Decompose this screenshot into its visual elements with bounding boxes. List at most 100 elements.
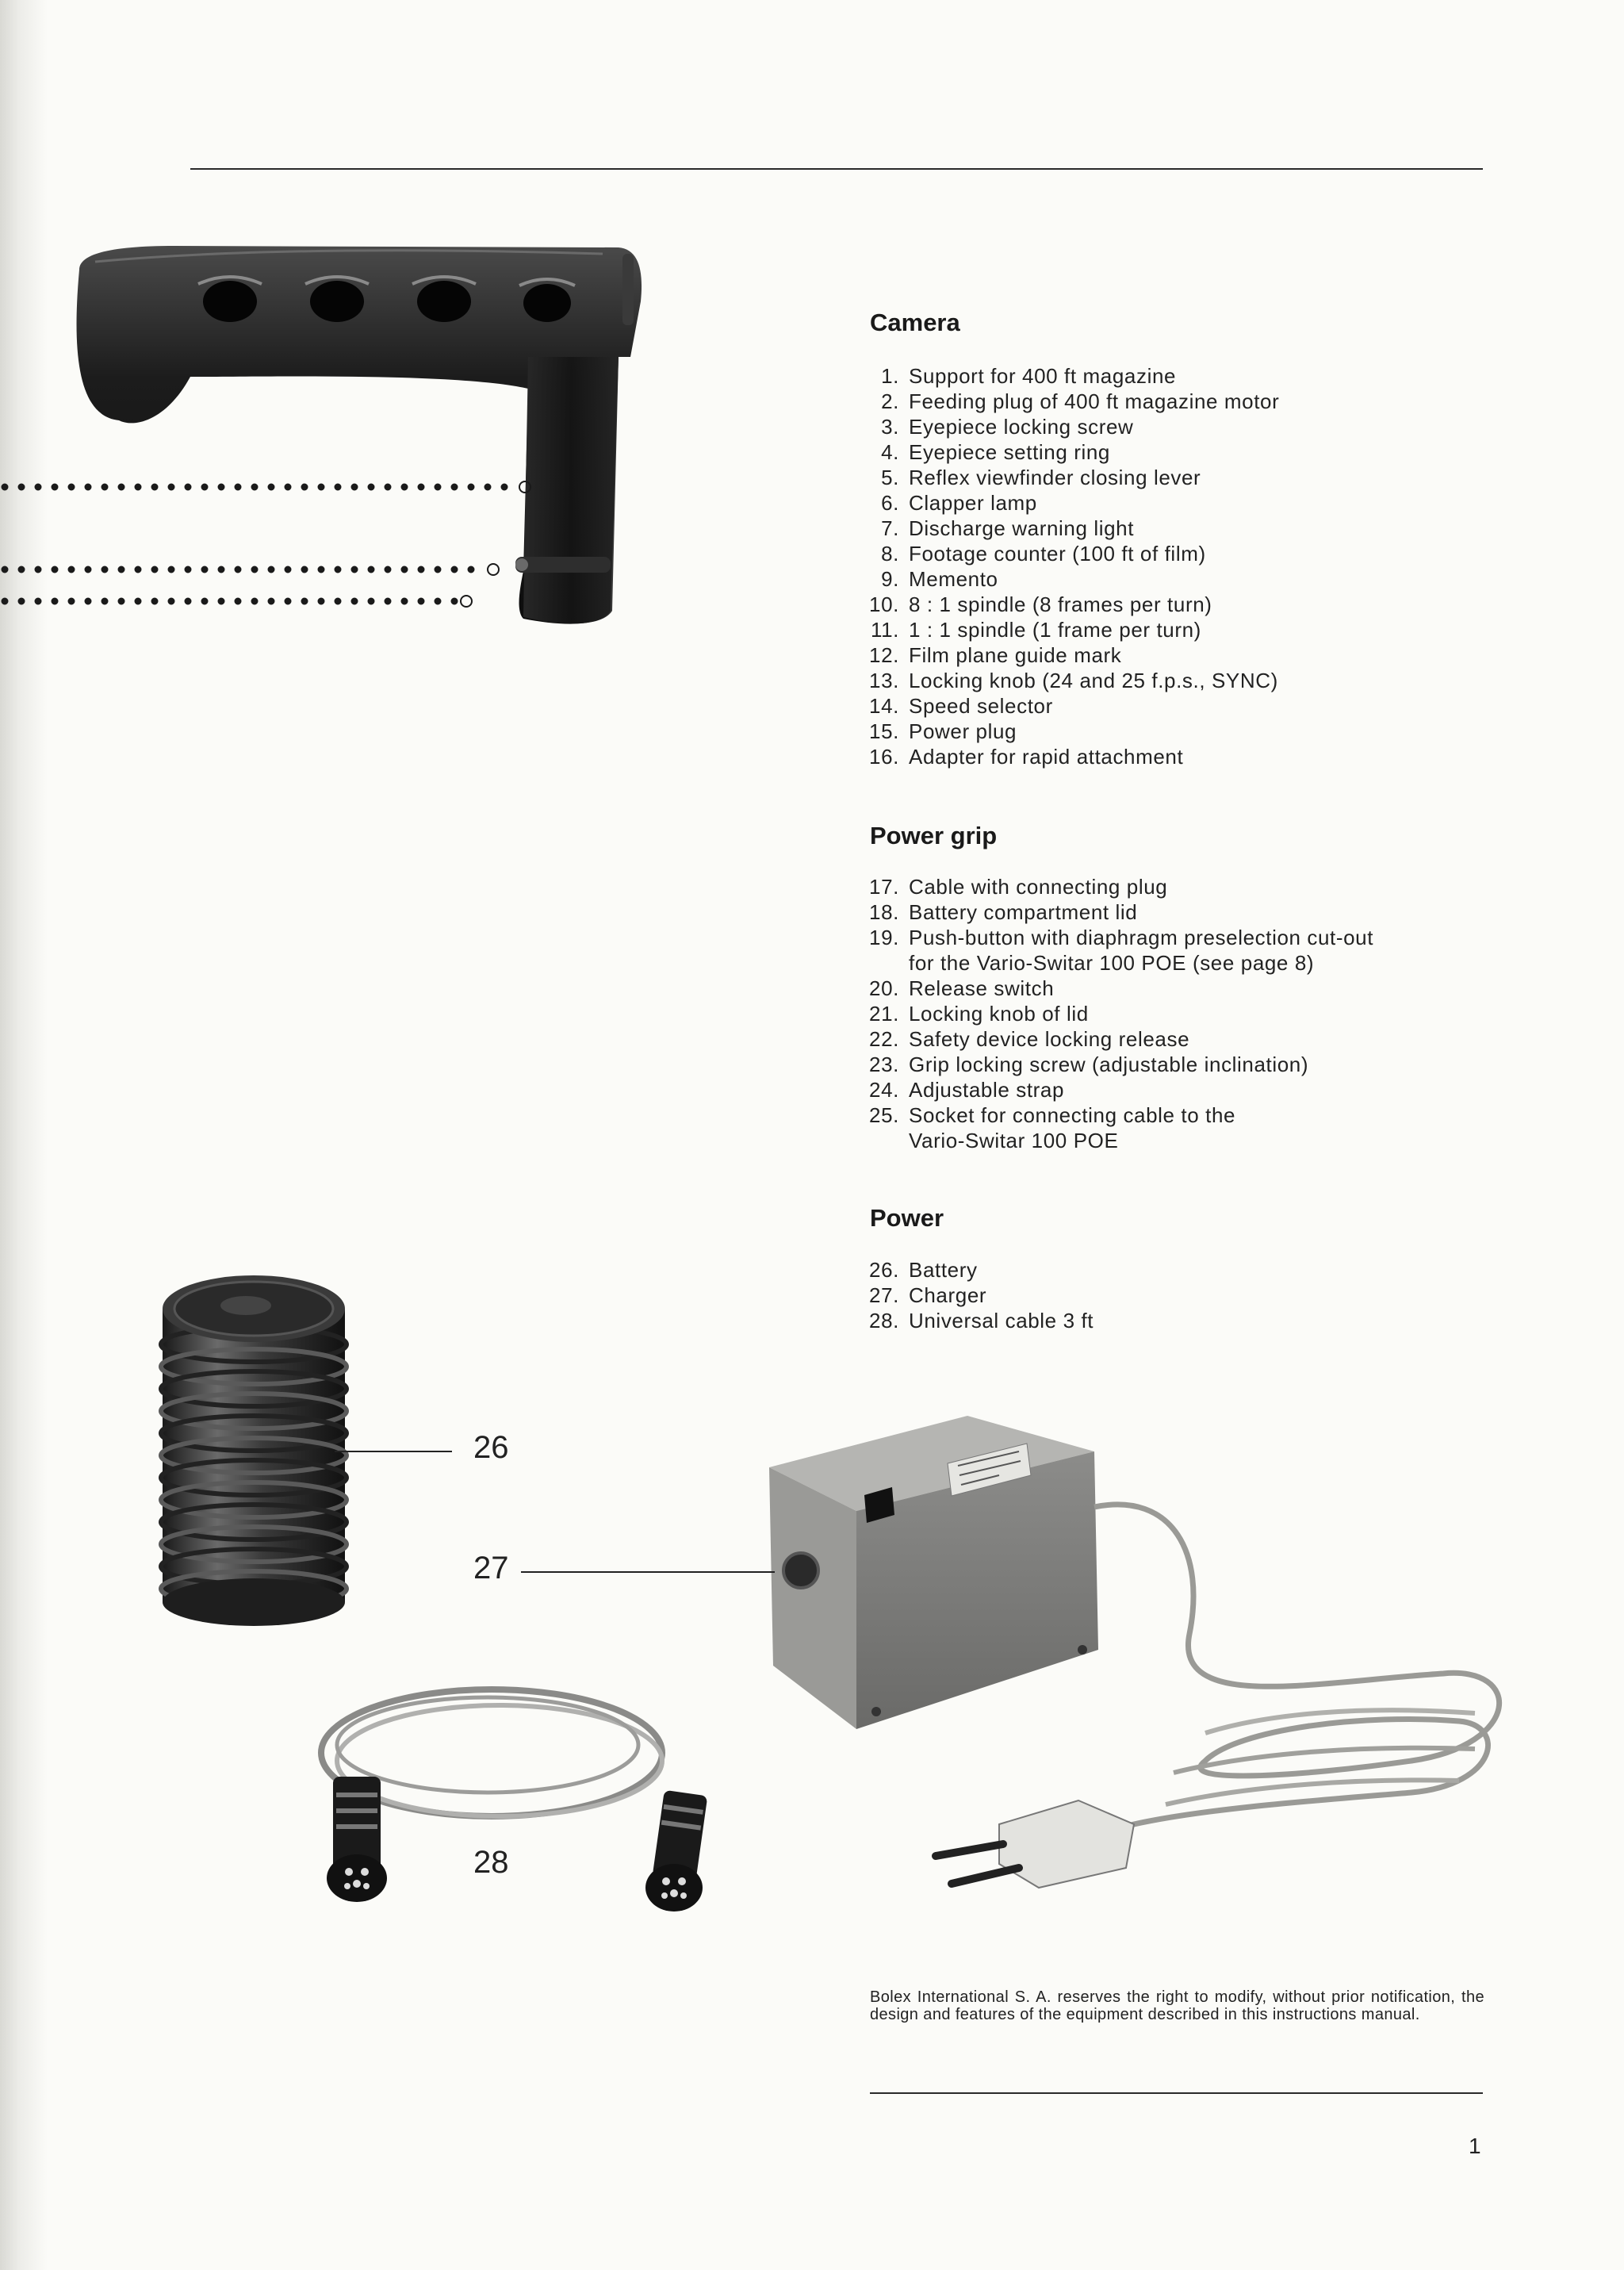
- item-text: Film plane guide mark: [909, 643, 1122, 667]
- item-number: 3.: [881, 415, 899, 439]
- item-number: 11.: [870, 618, 899, 642]
- list-item: 5. Reflex viewfinder closing lever: [855, 465, 1279, 490]
- item-text: Discharge warning light: [909, 516, 1135, 540]
- list-item: 9. Memento: [855, 566, 1279, 592]
- item-text: Cable with connecting plug: [909, 875, 1168, 899]
- item-text: Charger: [909, 1283, 987, 1307]
- item-text: Clapper lamp: [909, 491, 1037, 515]
- item-number: 25.: [869, 1103, 899, 1127]
- item-text: Universal cable 3 ft: [909, 1309, 1094, 1332]
- list-item: 8. Footage counter (100 ft of film): [855, 541, 1279, 566]
- item-number: 22.: [869, 1027, 899, 1051]
- item-number: 5.: [881, 466, 899, 489]
- section-title-power-grip: Power grip: [870, 822, 998, 849]
- item-number: 10.: [869, 592, 899, 616]
- list-item: 7. Discharge warning light: [855, 516, 1279, 541]
- item-text: Footage counter (100 ft of film): [909, 542, 1206, 566]
- item-number: 12.: [869, 643, 899, 667]
- item-number: 19.: [869, 926, 899, 949]
- item-text: Battery: [909, 1258, 978, 1282]
- list-item: 11. 1 : 1 spindle (1 frame per turn): [855, 617, 1279, 642]
- item-text: Release switch: [909, 976, 1055, 1000]
- list-item: 22. Safety device locking release: [855, 1026, 1373, 1052]
- item-number: 4.: [881, 440, 899, 464]
- page-number: 1: [1469, 2134, 1481, 2158]
- item-number: 8.: [881, 542, 899, 566]
- list-item: 17. Cable with connecting plug: [855, 874, 1373, 899]
- item-number: 18.: [869, 900, 899, 924]
- footer-disclaimer: Bolex International S. A. reserves the r…: [870, 1988, 1484, 2023]
- list-item: 24. Adjustable strap: [855, 1077, 1373, 1102]
- universal-cable-photo: [318, 1686, 707, 1911]
- list-item: 20. Release switch: [855, 976, 1373, 1001]
- item-text: Eyepiece setting ring: [909, 440, 1110, 464]
- item-number: 28.: [869, 1309, 899, 1332]
- list-item: 3. Eyepiece locking screw: [855, 414, 1279, 439]
- battery-callout: 26: [473, 1430, 509, 1465]
- item-text: Power plug: [909, 719, 1017, 743]
- list-item: 25. Socket for connecting cable to the Va…: [855, 1102, 1373, 1153]
- item-text: Support for 400 ft magazine: [909, 364, 1177, 388]
- item-text: Feeding plug of 400 ft magazine motor: [909, 389, 1280, 413]
- list-item: 23. Grip locking screw (adjustable inclin…: [855, 1052, 1373, 1077]
- charger-callout: 27: [473, 1551, 509, 1586]
- section-title-power: Power: [870, 1204, 944, 1232]
- list-item: 15. Power plug: [855, 719, 1279, 744]
- item-number: 24.: [869, 1078, 899, 1102]
- item-text: Safety device locking release: [909, 1027, 1190, 1051]
- item-number: 27.: [869, 1283, 899, 1307]
- item-number: 15.: [869, 719, 899, 743]
- list-item: 19. Push-button with diaphragm preselecti…: [855, 925, 1373, 976]
- item-text: Locking knob of lid: [909, 1002, 1089, 1026]
- list-item: 6. Clapper lamp: [855, 490, 1279, 516]
- page-binding-edge: [0, 0, 48, 2270]
- item-number: 7.: [881, 516, 899, 540]
- list-item: 4. Eyepiece setting ring: [855, 439, 1279, 465]
- list-item: 16. Adapter for rapid attachment: [855, 744, 1279, 769]
- charger-callout-line: [521, 1571, 775, 1573]
- cable-callout: 28: [473, 1845, 509, 1880]
- list-item: 10.8 : 1 spindle (8 frames per turn): [855, 592, 1279, 617]
- item-number: 6.: [881, 491, 899, 515]
- item-text: Reflex viewfinder closing lever: [909, 466, 1201, 489]
- list-item: 18. Battery compartment lid: [855, 899, 1373, 925]
- item-text: Eyepiece locking screw: [909, 415, 1134, 439]
- item-number: 23.: [869, 1053, 899, 1076]
- bottom-rule: [870, 2092, 1483, 2094]
- power-grip-photo: [76, 246, 642, 624]
- battery-photo: [159, 1275, 349, 1626]
- item-text: Battery compartment lid: [909, 900, 1138, 924]
- list-item: 1. Support for 400 ft magazine: [855, 363, 1279, 389]
- top-rule: [190, 168, 1483, 170]
- list-item: 13. Locking knob (24 and 25 f.p.s., SYNC): [855, 668, 1279, 693]
- item-number: 26.: [869, 1258, 899, 1282]
- item-text: Socket for connecting cable to the Vario…: [909, 1103, 1236, 1152]
- item-text: Adapter for rapid attachment: [909, 745, 1184, 769]
- item-number: 9.: [881, 567, 899, 591]
- item-number: 1.: [881, 364, 899, 388]
- item-text: Memento: [909, 567, 998, 591]
- item-number: 13.: [869, 669, 899, 692]
- item-text: 1 : 1 spindle (1 frame per turn): [909, 618, 1201, 642]
- item-text: Grip locking screw (adjustable inclinati…: [909, 1053, 1309, 1076]
- item-text: Locking knob (24 and 25 f.p.s., SYNC): [909, 669, 1278, 692]
- list-item: 2. Feeding plug of 400 ft magazine motor: [855, 389, 1279, 414]
- section-title-camera: Camera: [870, 309, 960, 336]
- power-grip-leader-dots: [1, 481, 531, 608]
- item-text: Push-button with diaphragm preselection …: [909, 926, 1374, 975]
- item-number: 16.: [869, 745, 899, 769]
- camera-item-list: 1. Support for 400 ft magazine 2. Feeding p…: [855, 363, 1279, 769]
- list-item: 14. Speed selector: [855, 693, 1279, 719]
- list-item: 28. Universal cable 3 ft: [855, 1308, 1094, 1333]
- item-number: 21.: [869, 1002, 899, 1026]
- power-grip-item-list: 17. Cable with connecting plug 18. Battery …: [855, 874, 1373, 1153]
- item-number: 2.: [881, 389, 899, 413]
- item-number: 17.: [869, 875, 899, 899]
- item-number: 20.: [869, 976, 899, 1000]
- list-item: 21. Locking knob of lid: [855, 1001, 1373, 1026]
- item-number: 14.: [869, 694, 899, 718]
- item-text: Adjustable strap: [909, 1078, 1065, 1102]
- item-text: Speed selector: [909, 694, 1053, 718]
- list-item: 27. Charger: [855, 1283, 1094, 1308]
